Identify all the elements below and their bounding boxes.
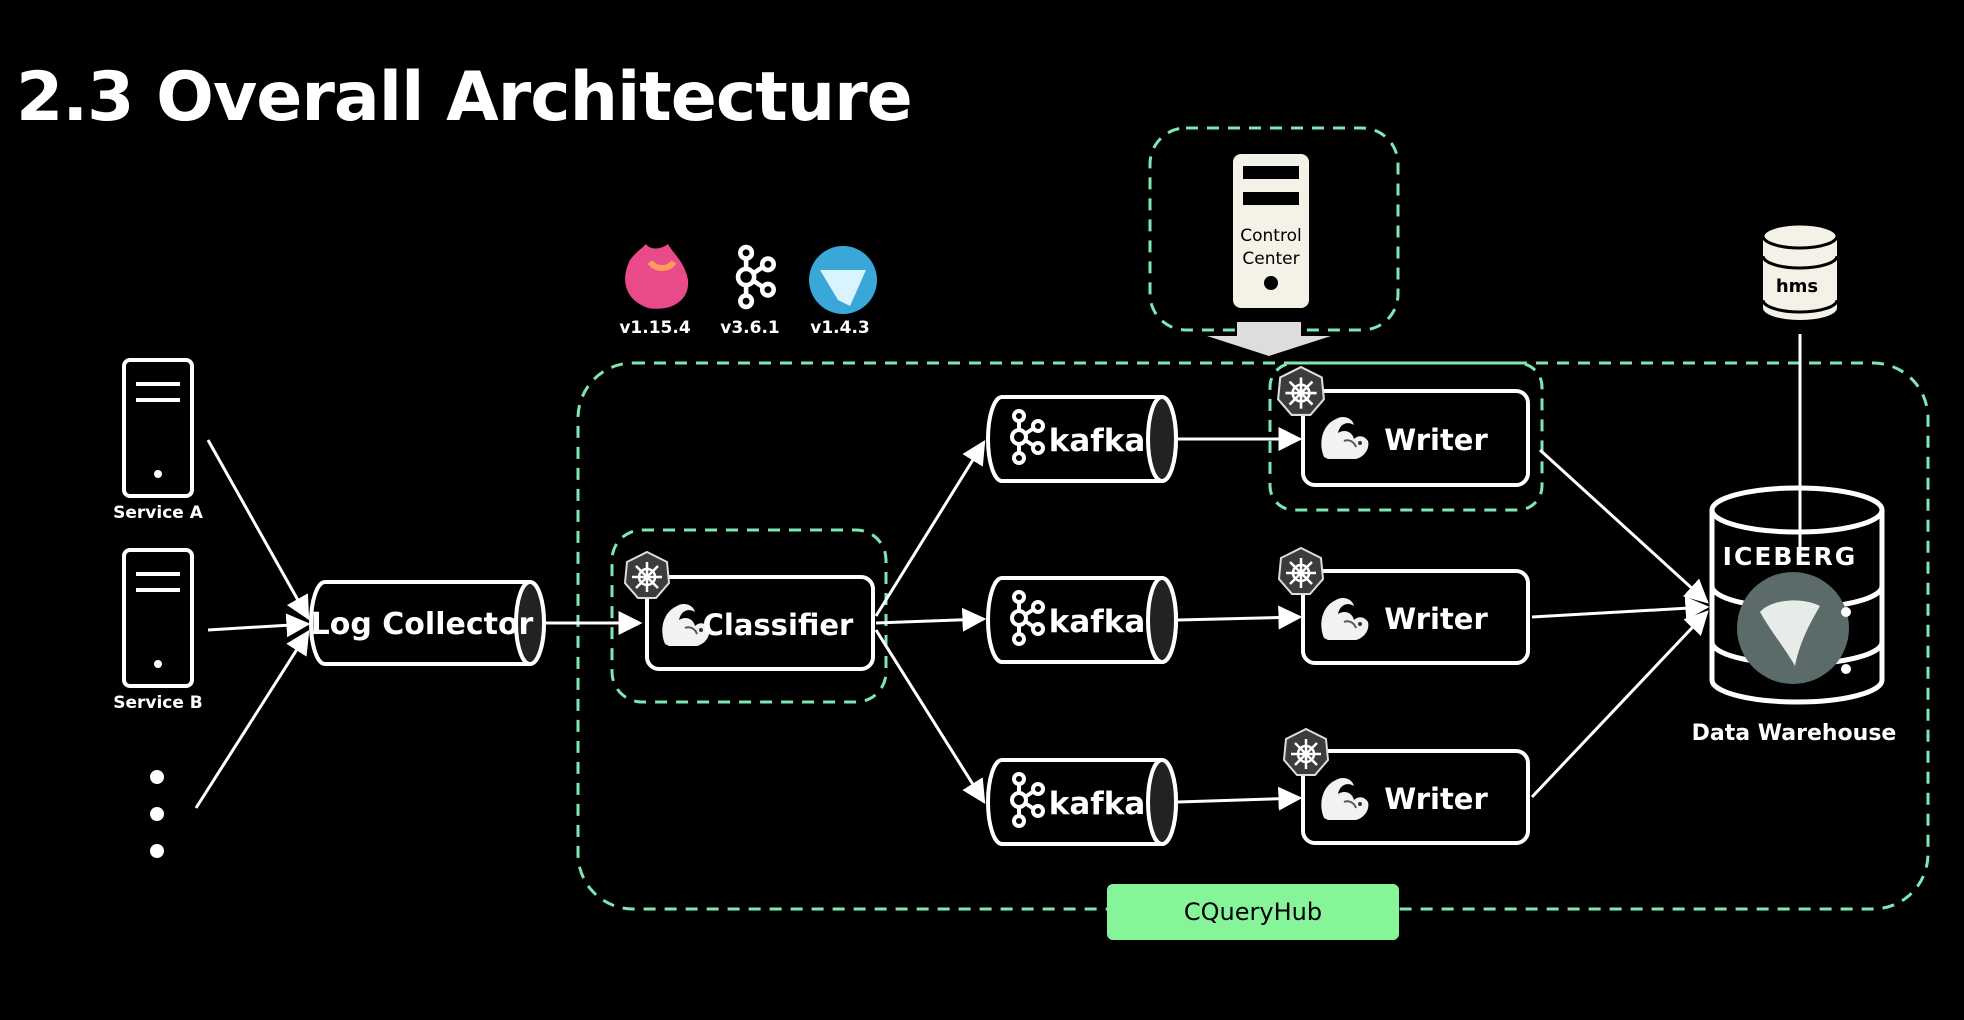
writer-label: Writer [1384,782,1488,816]
writer-node-2: Writer [1277,546,1530,665]
writer-to-warehouse-arrows [1530,448,1710,799]
kafka-topic-1: kafka [986,395,1178,483]
hms-database-icon [1761,222,1839,320]
service-arrows [194,439,311,809]
kubernetes-icon [1277,546,1325,596]
writer-label: Writer [1384,602,1488,636]
kafka-label: kafka [1049,423,1146,459]
classifier-to-kafka-arrows [874,439,987,805]
cqueryhub-label: CQueryHub [1184,898,1322,926]
kubernetes-icon [1282,727,1330,777]
service-a-server-icon [122,358,194,498]
classifier-label: Classifier [703,608,854,642]
iceberg-version-label: v1.4.3 [810,318,869,338]
kafka-icon [1010,590,1045,646]
iceberg-label: ICEBERG [1723,542,1858,571]
writer-node-3: Writer [1282,727,1530,845]
control-center-label-line1: Control [1240,226,1301,246]
flink-squirrel-icon [1320,597,1370,641]
service-b-server-icon [122,548,194,688]
kafka-version-label: v3.6.1 [720,318,779,338]
flink-squirrel-icon [1320,777,1370,821]
log-collector-label: Log Collector [311,607,534,642]
kafka-logo-icon [738,247,774,307]
service-b-label: Service B [113,693,203,713]
kafka-to-writer-arrows [1177,427,1303,811]
slide-title: 2.3 Overall Architecture [16,58,913,137]
hms-label: hms [1776,276,1818,297]
writer-node-1: Writer [1276,365,1530,487]
data-warehouse-icon [1709,485,1885,705]
iceberg-logo-icon [809,246,877,314]
kafka-label: kafka [1049,604,1146,640]
data-warehouse-label: Data Warehouse [1692,721,1897,746]
kafka-topic-2: kafka [986,576,1178,664]
kafka-icon [1010,772,1045,828]
control-center-server-icon [1233,154,1309,308]
service-a-label: Service A [113,503,204,523]
flink-version-label: v1.15.4 [619,318,690,338]
flink-logo-icon [625,244,689,309]
classifier-node [645,575,875,671]
writer-control-boundary [1268,361,1544,512]
classifier-pod-boundary [610,528,888,704]
flink-squirrel-icon [1320,416,1370,460]
kubernetes-icon [1276,365,1326,417]
kafka-topic-3: kafka [986,758,1178,846]
classifier-kubernetes-icon [623,550,671,600]
control-center-down-arrow [1207,322,1331,356]
kafka-label: kafka [1049,786,1146,822]
control-center-label-line2: Center [1242,249,1299,269]
log-collector-node [309,580,546,666]
writer-label: Writer [1384,423,1488,457]
cqueryhub-badge [1107,884,1399,940]
more-services-ellipsis [150,770,164,858]
kafka-icon [1010,409,1045,465]
